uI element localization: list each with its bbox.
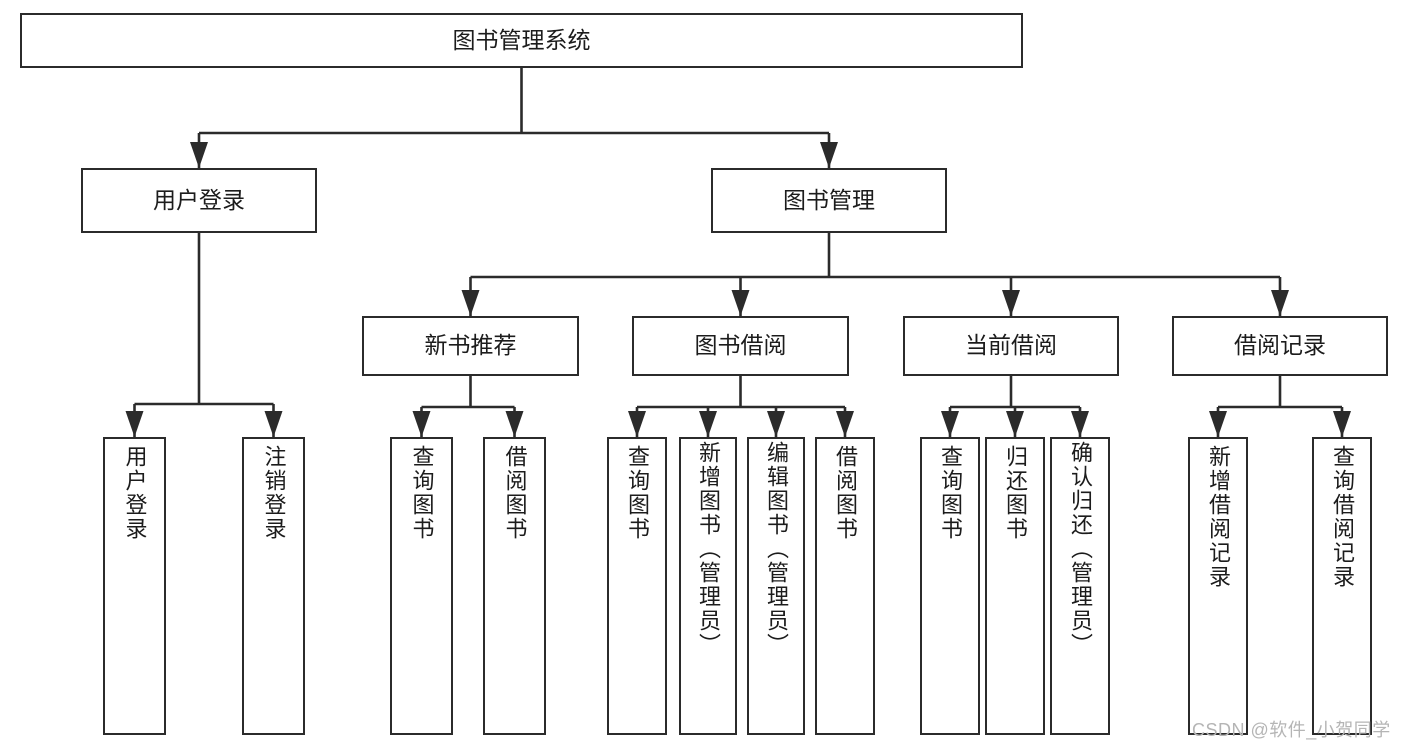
node-label: 新增图书（管理员） [695, 441, 721, 657]
node-bookmgmt[interactable]: 图书管理 [711, 168, 947, 233]
node-label: 用户登录 [153, 186, 245, 213]
node-leaf-edit-book[interactable]: 编辑图书（管理员） [747, 437, 805, 735]
node-label: 编辑图书（管理员） [763, 441, 789, 657]
arrowhead-icon [505, 411, 524, 437]
node-leaf-query-new[interactable]: 查询图书 [390, 437, 453, 735]
arrowhead-icon [1271, 290, 1289, 316]
node-root[interactable]: 图书管理系统 [20, 13, 1023, 68]
arrowhead-icon [1209, 411, 1227, 437]
node-leaf-logout[interactable]: 注销登录 [242, 437, 305, 735]
node-leaf-borrow-new[interactable]: 借阅图书 [483, 437, 546, 735]
node-records[interactable]: 借阅记录 [1172, 316, 1388, 376]
node-label: 用户登录 [122, 445, 148, 541]
node-leaf-confirm-ret[interactable]: 确认归还（管理员） [1050, 437, 1110, 735]
node-label: 归还图书 [1002, 445, 1028, 541]
node-leaf-query-cur[interactable]: 查询图书 [920, 437, 980, 735]
arrowhead-icon [820, 142, 838, 168]
arrowhead-icon [412, 411, 431, 437]
arrowhead-icon [1002, 290, 1020, 316]
node-label: 当前借阅 [965, 332, 1057, 359]
arrowhead-icon [264, 411, 283, 437]
arrowhead-icon [836, 411, 854, 437]
arrowhead-icon [461, 290, 480, 316]
arrowhead-icon [1333, 411, 1351, 437]
node-leaf-return-book[interactable]: 归还图书 [985, 437, 1045, 735]
node-leaf-query-record[interactable]: 查询借阅记录 [1312, 437, 1372, 735]
arrowhead-icon [190, 142, 208, 168]
node-leaf-borrow-book[interactable]: 借阅图书 [815, 437, 875, 735]
node-leaf-login[interactable]: 用户登录 [103, 437, 166, 735]
node-newbook[interactable]: 新书推荐 [362, 316, 579, 376]
arrowhead-icon [767, 411, 785, 437]
node-label: 借阅图书 [832, 445, 858, 541]
arrowhead-icon [699, 411, 717, 437]
node-leaf-add-book[interactable]: 新增图书（管理员） [679, 437, 737, 735]
node-label: 借阅记录 [1234, 332, 1326, 359]
watermark-label: CSDN @软件_小贺同学 [1192, 720, 1391, 740]
node-label: 新书推荐 [424, 332, 517, 359]
node-label: 图书管理系统 [452, 26, 591, 53]
node-label: 查询图书 [409, 445, 435, 541]
arrowhead-icon [731, 290, 750, 316]
node-login[interactable]: 用户登录 [81, 168, 317, 233]
node-label: 借阅图书 [502, 445, 528, 541]
arrowhead-icon [941, 411, 959, 437]
node-label: 图书管理 [783, 186, 875, 213]
arrowhead-icon [1071, 411, 1089, 437]
node-label: 注销登录 [261, 445, 287, 541]
node-label: 查询图书 [624, 445, 650, 541]
node-leaf-query-book[interactable]: 查询图书 [607, 437, 667, 735]
node-borrow[interactable]: 图书借阅 [632, 316, 849, 376]
node-label: 查询借阅记录 [1329, 445, 1355, 589]
node-label: 新增借阅记录 [1205, 445, 1231, 589]
node-label: 确认归还（管理员） [1067, 441, 1093, 657]
arrowhead-icon [1006, 411, 1024, 437]
node-leaf-add-record[interactable]: 新增借阅记录 [1188, 437, 1248, 735]
arrowhead-icon [628, 411, 646, 437]
arrowhead-icon [125, 411, 144, 437]
node-current[interactable]: 当前借阅 [903, 316, 1119, 376]
node-label: 查询图书 [937, 445, 963, 541]
node-label: 图书借阅 [694, 332, 787, 359]
